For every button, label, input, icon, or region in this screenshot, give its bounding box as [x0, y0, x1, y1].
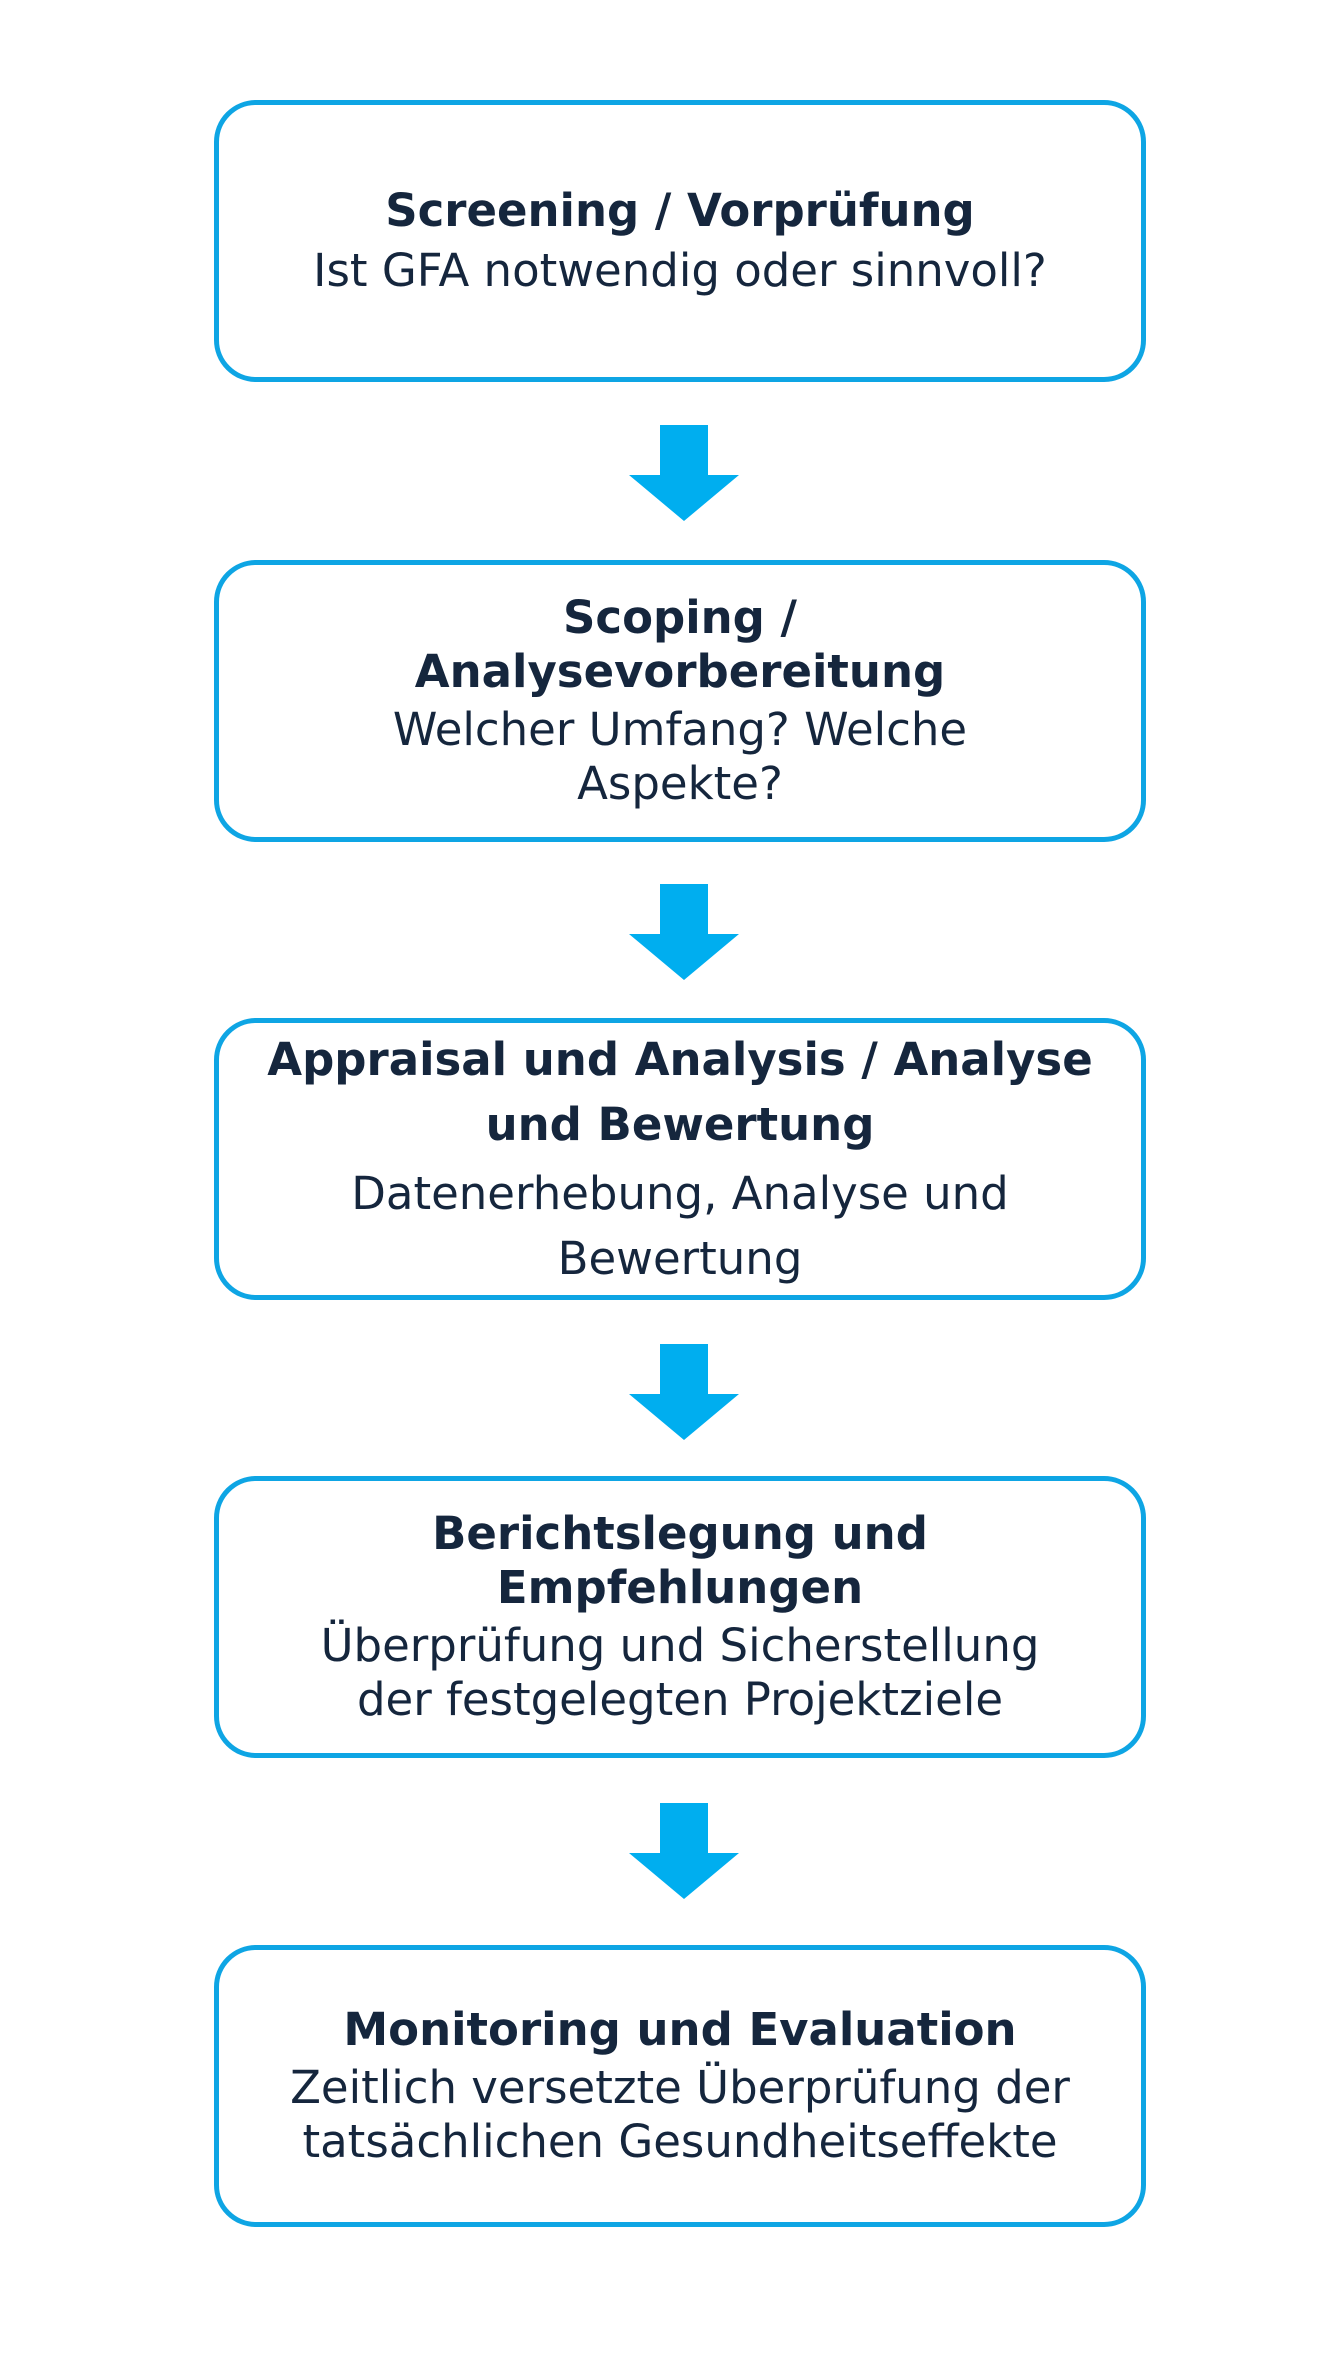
- step-reporting-box: Berichtslegung und Empfehlungen Überprüf…: [214, 1476, 1146, 1758]
- step-monitoring-description: Zeitlich versetzte Überprüfung der tatsä…: [290, 2061, 1070, 2168]
- step-reporting-text: Berichtslegung und Empfehlungen Überprüf…: [290, 1507, 1070, 1727]
- step-reporting-title: Berichtslegung und Empfehlungen: [432, 1507, 928, 1614]
- step-scoping-title: Scoping / Analysevorbereitung: [414, 591, 946, 698]
- step-appraisal-description: Datenerhebung, Analyse und Bewertung: [351, 1167, 1009, 1286]
- step-scoping-text: Scoping / Analysevorbereitung Welcher Um…: [300, 591, 1060, 811]
- step-monitoring-title: Monitoring und Evaluation: [343, 2003, 1017, 2056]
- step-scoping-box: Scoping / Analysevorbereitung Welcher Um…: [214, 560, 1146, 842]
- step-screening-title: Screening / Vorprüfung: [385, 183, 975, 237]
- arrow-down-icon: [629, 425, 739, 521]
- step-appraisal-box: Appraisal und Analysis / Analyse und Bew…: [214, 1018, 1146, 1300]
- step-monitoring-box: Monitoring und Evaluation Zeitlich verse…: [214, 1945, 1146, 2227]
- arrow-down-icon: [629, 1803, 739, 1899]
- step-screening-description: Ist GFA notwendig oder sinnvoll?: [313, 244, 1047, 297]
- step-scoping-description: Welcher Umfang? Welche Aspekte?: [392, 703, 968, 810]
- arrow-down-icon: [629, 1344, 739, 1440]
- arrow-down-icon: [629, 884, 739, 980]
- step-appraisal-title: Appraisal und Analysis / Analyse und Bew…: [267, 1032, 1093, 1151]
- step-reporting-description: Überprüfung und Sicherstellung der festg…: [320, 1619, 1040, 1726]
- step-screening-box: Screening / Vorprüfung Ist GFA notwendig…: [214, 100, 1146, 382]
